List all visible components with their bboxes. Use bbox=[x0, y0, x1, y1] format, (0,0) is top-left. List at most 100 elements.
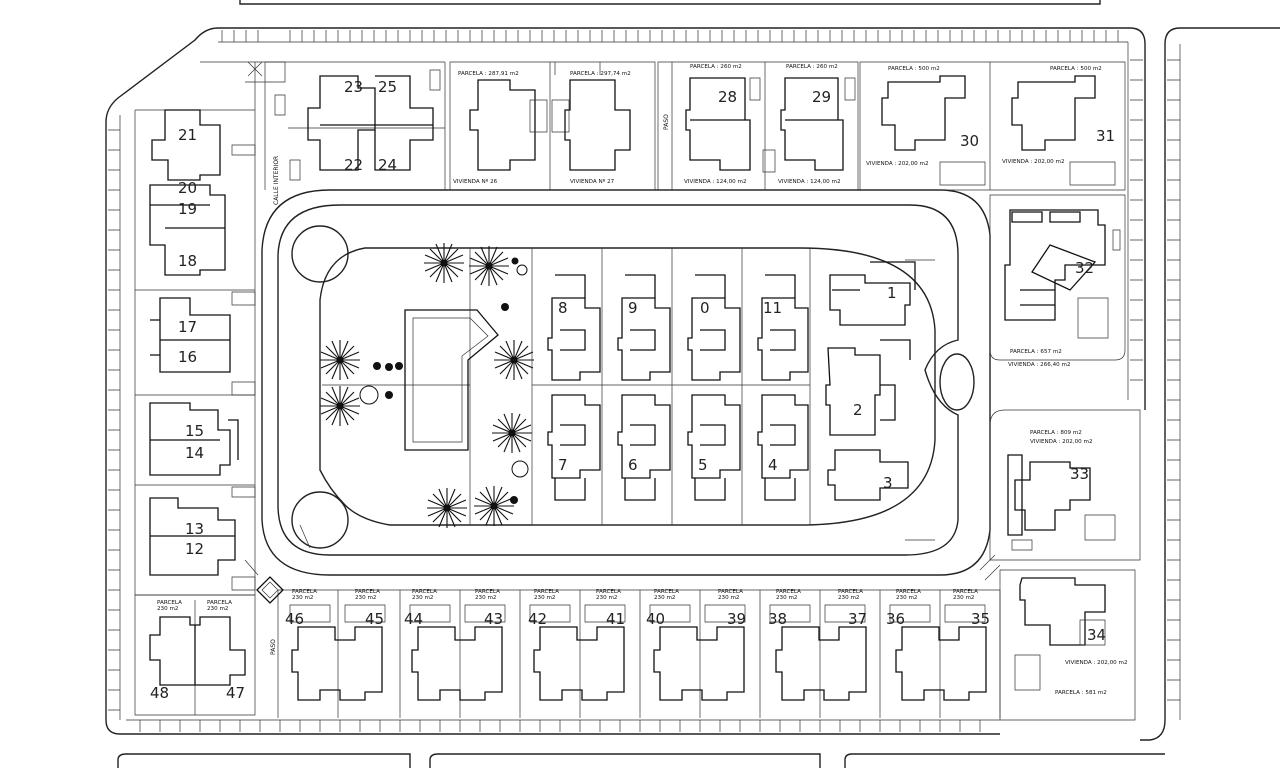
parcela-31-label: PARCELA : 500 m2 bbox=[1050, 66, 1102, 72]
parcela-45-label: PARCELA bbox=[355, 589, 380, 595]
parcela-47-label: PARCELA bbox=[207, 600, 232, 606]
parcela-36-label: PARCELA bbox=[896, 589, 921, 595]
area-39-label: 230 m2 bbox=[718, 595, 739, 601]
area-35-label: 230 m2 bbox=[953, 595, 974, 601]
lot-number-46: 46 bbox=[285, 610, 304, 628]
lot-number-47: 47 bbox=[226, 684, 245, 702]
lots-22-25 bbox=[264, 61, 446, 190]
lot-number-25: 25 bbox=[378, 78, 397, 96]
lot-number-18: 18 bbox=[178, 252, 197, 270]
area-47-label: 230 m2 bbox=[207, 606, 228, 612]
ring-road bbox=[261, 189, 991, 576]
lots-1-3 bbox=[825, 261, 916, 501]
parcela-28-label: PARCELA : 260 m2 bbox=[690, 64, 742, 70]
pool bbox=[404, 309, 499, 451]
parcela-48-label: PARCELA bbox=[157, 600, 182, 606]
lots-26-27 bbox=[449, 61, 656, 191]
lot-number-8: 8 bbox=[558, 299, 568, 317]
lot-number-19: 19 bbox=[178, 200, 197, 218]
parcela-32-label: PARCELA : 657 m2 bbox=[1010, 349, 1062, 355]
parcela-27-label: PARCELA : 297,74 m2 bbox=[570, 71, 631, 77]
area-46-label: 230 m2 bbox=[292, 595, 313, 601]
lot-number-15: 15 bbox=[185, 422, 204, 440]
vivienda-26-label: VIVIENDA Nº 26 bbox=[453, 178, 498, 185]
lot-number-36: 36 bbox=[886, 610, 905, 628]
common-area bbox=[299, 243, 534, 549]
lot-number-4: 4 bbox=[768, 456, 778, 474]
vivienda-27-label: VIVIENDA Nº 27 bbox=[570, 178, 615, 185]
lots-28-29 bbox=[657, 61, 859, 191]
parcela-33-label: PARCELA : 809 m2 bbox=[1030, 430, 1082, 436]
vivienda-32-label: VIVIENDA : 266,40 m2 bbox=[1008, 362, 1071, 368]
parcela-44-label: PARCELA bbox=[412, 589, 437, 595]
lot-number-24: 24 bbox=[378, 156, 397, 174]
lot-number-42: 42 bbox=[528, 610, 547, 628]
lot-32 bbox=[989, 194, 1126, 361]
area-42-label: 230 m2 bbox=[534, 595, 555, 601]
lot-number-28: 28 bbox=[718, 88, 737, 106]
lot-number-3: 3 bbox=[883, 474, 893, 492]
lot-number-14: 14 bbox=[185, 444, 204, 462]
lot-number-6: 6 bbox=[628, 456, 638, 474]
lot-number-39: 39 bbox=[727, 610, 746, 628]
lot-number-7: 7 bbox=[558, 456, 568, 474]
area-41-label: 230 m2 bbox=[596, 595, 617, 601]
area-45-label: 230 m2 bbox=[355, 595, 376, 601]
lot-number-33: 33 bbox=[1070, 465, 1089, 483]
lot-number-23: 23 bbox=[344, 78, 363, 96]
lot-number-13: 13 bbox=[185, 520, 204, 538]
area-36-label: 230 m2 bbox=[896, 595, 917, 601]
lot-number-43: 43 bbox=[484, 610, 503, 628]
parcela-39-label: PARCELA bbox=[718, 589, 743, 595]
parcela-46-label: PARCELA bbox=[292, 589, 317, 595]
lot-number-32: 32 bbox=[1075, 259, 1094, 277]
lot-number-9: 9 bbox=[628, 299, 638, 317]
lot-number-34: 34 bbox=[1087, 626, 1106, 644]
lot-number-40: 40 bbox=[646, 610, 665, 628]
lot-number-30: 30 bbox=[960, 132, 979, 150]
area-48-label: 230 m2 bbox=[157, 606, 178, 612]
vivienda-34-label: VIVIENDA : 202,00 m2 bbox=[1065, 660, 1128, 666]
lot-number-10: 0 bbox=[700, 299, 710, 317]
parcela-40-label: PARCELA bbox=[654, 589, 679, 595]
area-37-label: 230 m2 bbox=[838, 595, 859, 601]
vivienda-30-label: VIVIENDA : 202,00 m2 bbox=[866, 161, 929, 167]
lot-number-41: 41 bbox=[606, 610, 625, 628]
paso-label-bottom: PASO bbox=[270, 639, 277, 655]
area-38-label: 230 m2 bbox=[776, 595, 797, 601]
lots-30-31 bbox=[859, 61, 1126, 191]
area-labels: PARCELA : 287,91 m2 VIVIENDA Nº 26 PARCE… bbox=[157, 64, 1128, 696]
central-lots bbox=[532, 248, 811, 526]
lot-number-22: 22 bbox=[344, 156, 363, 174]
lot-number-21: 21 bbox=[178, 126, 197, 144]
parcela-29-label: PARCELA : 260 m2 bbox=[786, 64, 838, 70]
parcela-30-label: PARCELA : 500 m2 bbox=[888, 66, 940, 72]
lot-number-45: 45 bbox=[365, 610, 384, 628]
area-43-label: 230 m2 bbox=[475, 595, 496, 601]
paso-label-top: PASO bbox=[663, 114, 670, 130]
area-44-label: 230 m2 bbox=[412, 595, 433, 601]
lot-numbers: 1 2 3 4 5 6 7 8 9 0 11 12 13 14 15 16 17… bbox=[150, 78, 1115, 702]
vivienda-28-label: VIVIENDA : 124,00 m2 bbox=[684, 179, 747, 185]
lot-number-29: 29 bbox=[812, 88, 831, 106]
parcela-42-label: PARCELA bbox=[534, 589, 559, 595]
parcela-35-label: PARCELA bbox=[953, 589, 978, 595]
lot-number-5: 5 bbox=[698, 456, 708, 474]
lot-number-11: 11 bbox=[763, 299, 782, 317]
lot-number-37: 37 bbox=[848, 610, 867, 628]
lot-number-20: 20 bbox=[178, 179, 197, 197]
lot-number-1: 1 bbox=[887, 284, 897, 302]
lot-number-31: 31 bbox=[1096, 127, 1115, 145]
lot-number-17: 17 bbox=[178, 318, 197, 336]
parcela-34-label: PARCELA : 581 m2 bbox=[1055, 690, 1107, 696]
parcela-37-label: PARCELA bbox=[838, 589, 863, 595]
lot-number-35: 35 bbox=[971, 610, 990, 628]
parcela-43-label: PARCELA bbox=[475, 589, 500, 595]
lot-number-16: 16 bbox=[178, 348, 197, 366]
lot-number-48: 48 bbox=[150, 684, 169, 702]
area-40-label: 230 m2 bbox=[654, 595, 675, 601]
parcela-41-label: PARCELA bbox=[596, 589, 621, 595]
lot-33 bbox=[989, 409, 1141, 561]
vivienda-31-label: VIVIENDA : 202,00 m2 bbox=[1002, 159, 1065, 165]
